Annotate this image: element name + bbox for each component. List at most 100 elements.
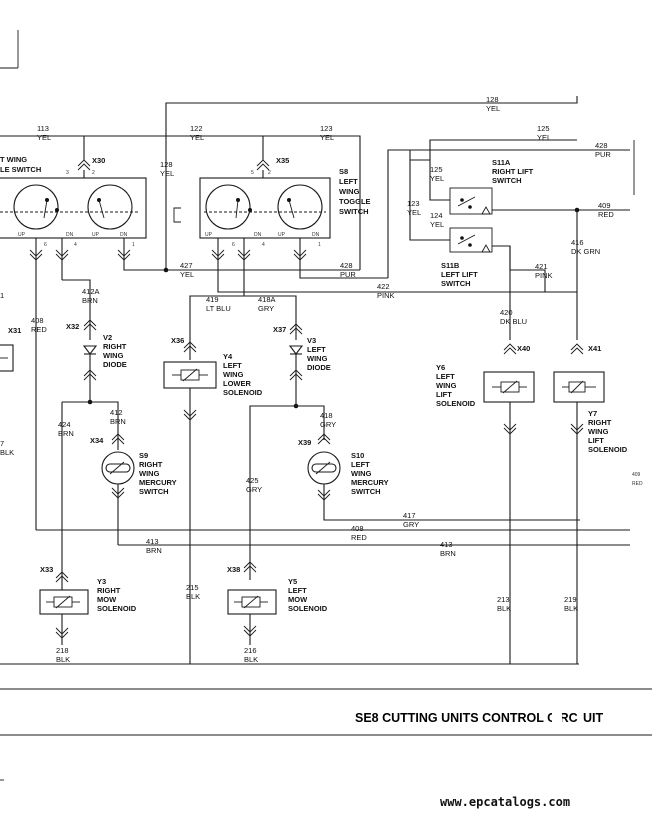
wire-number: 412 bbox=[110, 408, 123, 417]
connector-label: X38 bbox=[227, 565, 240, 574]
wire-color: YEL bbox=[407, 208, 421, 217]
component-label-line: SWITCH bbox=[351, 487, 381, 496]
wire-128-left: 128 YEL bbox=[160, 152, 181, 272]
component-label-line: RIGHT LIFT bbox=[492, 167, 534, 176]
wire-number: 418A bbox=[258, 295, 276, 304]
s8-left-wing-toggle-switch: UP DN UP DN 5 2 6 4 1 S8 LEFT WING TOGGL… bbox=[199, 167, 371, 248]
connector-label: X39 bbox=[298, 438, 311, 447]
wire-number: 124 bbox=[430, 211, 443, 220]
wire-427: 427 YEL bbox=[123, 261, 360, 279]
wire-color: RED bbox=[632, 481, 643, 487]
wire-color: GRY bbox=[258, 304, 274, 313]
pin-number: 6 bbox=[44, 242, 47, 248]
wire-123: 123 YEL bbox=[263, 124, 361, 270]
pin-number: 1 bbox=[132, 242, 135, 248]
pin-number: 1 bbox=[318, 242, 321, 248]
wire-color: PUR bbox=[595, 150, 611, 159]
right-wing-toggle-switch-partial: T WING LE SWITCH UP DN UP DN 3 2 6 4 1 bbox=[0, 155, 147, 248]
wire-number: 412A bbox=[82, 287, 100, 296]
wire-number: 213 bbox=[497, 595, 510, 604]
connector-label: X37 bbox=[273, 325, 286, 334]
component-label-line: MOW bbox=[288, 595, 308, 604]
wire-color: YEL bbox=[430, 220, 444, 229]
wire-color: BLK bbox=[56, 655, 70, 664]
y5-left-mow-solenoid: X38 Y5 LEFT MOW SOLENOID 216 BLK bbox=[227, 561, 328, 664]
connector-label: X40 bbox=[517, 344, 530, 353]
component-id: V3 bbox=[307, 336, 316, 345]
wire-color: YEL bbox=[537, 133, 551, 142]
y6-left-wing-lift-solenoid: X40 Y6 LEFT WING LIFT SOLENOID bbox=[436, 343, 535, 664]
component-label-line: RIGHT bbox=[139, 460, 163, 469]
connector-label: X34 bbox=[90, 436, 104, 445]
component-label-line: LEFT bbox=[288, 586, 307, 595]
component-id: S11A bbox=[492, 158, 511, 167]
component-label-line: WING bbox=[139, 469, 160, 478]
wire-number: 424 bbox=[58, 420, 71, 429]
wire-123-branch bbox=[409, 150, 430, 161]
diagram-title-tail: UIT bbox=[583, 711, 604, 725]
pin-number: 5 bbox=[251, 170, 254, 176]
wire-color: LT BLU bbox=[206, 304, 231, 313]
wire-number: 128 bbox=[160, 160, 173, 169]
component-label-line: SWITCH bbox=[492, 176, 522, 185]
y7-right-wing-lift-solenoid: X41 Y7 RIGHT WING LIFT SOLENOID bbox=[553, 343, 628, 664]
pin-up: UP bbox=[278, 232, 286, 238]
wire-color: BRN bbox=[58, 429, 74, 438]
component-id: Y5 bbox=[288, 577, 297, 586]
v3-left-wing-diode: X37 V3 LEFT WING DIODE bbox=[273, 323, 331, 409]
component-label-line: LEFT bbox=[436, 372, 455, 381]
component-id: Y7 bbox=[588, 409, 597, 418]
connector-label: X33 bbox=[40, 565, 53, 574]
wire-color: YEL bbox=[180, 270, 194, 279]
wire-408-bus: 408 RED bbox=[36, 524, 630, 542]
wire-number: 417 bbox=[403, 511, 416, 520]
pin-number: 4 bbox=[262, 242, 265, 248]
component-label-line: SOLENOID bbox=[97, 604, 137, 613]
pin-up: UP bbox=[205, 232, 213, 238]
wire-number: 219 bbox=[564, 595, 577, 604]
wire-color: YEL bbox=[160, 169, 174, 178]
wire-428-pur: 428 PUR bbox=[387, 141, 630, 278]
pin-dn: DN bbox=[66, 232, 74, 238]
wire-color: YEL bbox=[37, 133, 51, 142]
component-label-line: WING bbox=[103, 351, 124, 360]
diagram-title: SE8 CUTTING UNITS CONTROL CIRC bbox=[355, 711, 578, 725]
wire-number: 123 bbox=[320, 124, 333, 133]
wire-128-top: 128 YEL bbox=[165, 95, 578, 152]
wire-color: GRY bbox=[320, 420, 336, 429]
wire-number: 428 bbox=[595, 141, 608, 150]
wire-122: 122 YEL bbox=[84, 124, 264, 160]
wire-413-bus: 413 BRN 413 BRN bbox=[118, 537, 630, 558]
wire-number: 419 bbox=[206, 295, 219, 304]
switch-output-connectors bbox=[29, 238, 307, 280]
component-label-line: TOGGLE bbox=[339, 197, 371, 206]
wire-number: 409 bbox=[632, 472, 641, 478]
ground-wire-labels: 215 BLK 213 BLK 219 BLK bbox=[186, 583, 578, 613]
component-label-line: LEFT bbox=[339, 177, 358, 186]
wire-color: BRN bbox=[82, 296, 98, 305]
wire-number: 216 bbox=[244, 646, 257, 655]
wire-color: RED bbox=[351, 533, 367, 542]
component-id: Y6 bbox=[436, 363, 445, 372]
s10-left-wing-mercury-switch: X39 S10 LEFT WING MERCURY SWITCH bbox=[298, 433, 580, 521]
pin-dn: DN bbox=[254, 232, 262, 238]
page-border bbox=[0, 30, 652, 736]
wire-number: 425 bbox=[246, 476, 259, 485]
component-label-line: SOLENOID bbox=[588, 445, 628, 454]
edge-fragment: BLK bbox=[0, 448, 14, 457]
wire-number: 421 bbox=[535, 262, 548, 271]
wire-419-418a: 419 LT BLU 418A GRY bbox=[189, 280, 297, 360]
wire-color: BRN bbox=[146, 546, 162, 555]
component-id: S10 bbox=[351, 451, 364, 460]
pin-number: 6 bbox=[232, 242, 235, 248]
wire-number: 413 bbox=[146, 537, 159, 546]
component-label-line: SOLENOID bbox=[288, 604, 328, 613]
wire-color: BRN bbox=[110, 417, 126, 426]
y3-right-mow-solenoid: X33 Y3 RIGHT MOW SOLENOID 218 BLK bbox=[39, 565, 137, 664]
wire-number: 128 bbox=[486, 95, 499, 104]
wire-color: GRY bbox=[403, 520, 419, 529]
pin-up: UP bbox=[92, 232, 100, 238]
wire-color: GRY bbox=[246, 485, 262, 494]
